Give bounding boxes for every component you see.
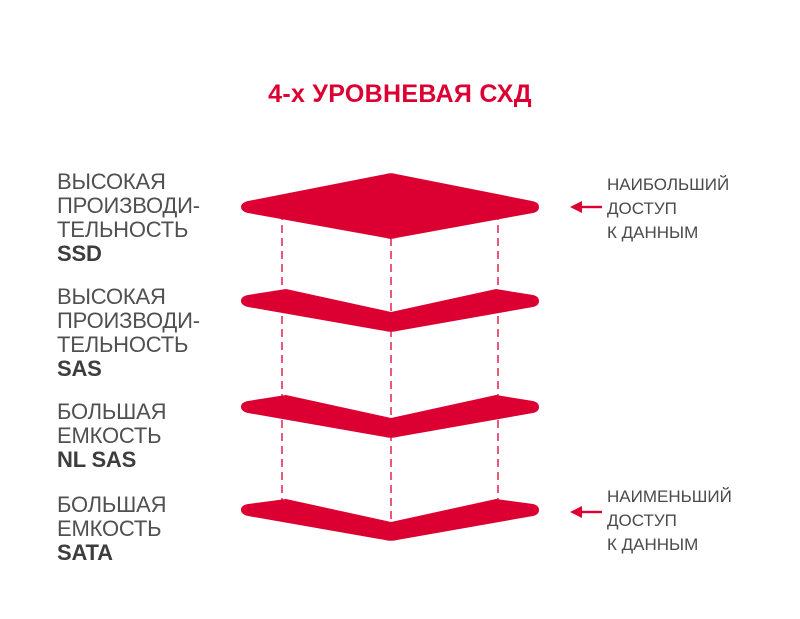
tier-label-nl-sas: БОЛЬШАЯ ЕМКОСТЬ NL SAS bbox=[57, 400, 257, 472]
tier-label-line: ЕМКОСТЬ bbox=[57, 516, 162, 541]
arrow-top-icon bbox=[570, 201, 602, 213]
tier-label-line: ПРОИЗВОДИ- bbox=[57, 193, 200, 218]
tier-plate-nl-sas bbox=[241, 395, 539, 438]
note-line: ДОСТУП bbox=[607, 511, 677, 530]
tier-label-line: ТЕЛЬНОСТЬ bbox=[57, 217, 189, 242]
tier-plate-sata bbox=[241, 499, 539, 541]
tier-technology: SATA bbox=[57, 540, 113, 565]
tier-label-line: ВЫСОКАЯ bbox=[57, 284, 166, 309]
tier-label-line: ТЕЛЬНОСТЬ bbox=[57, 332, 189, 357]
tier-technology: NL SAS bbox=[57, 447, 137, 472]
tier-label-ssd: ВЫСОКАЯ ПРОИЗВОДИ- ТЕЛЬНОСТЬ SSD bbox=[57, 170, 257, 266]
tier-label-line: ПРОИЗВОДИ- bbox=[57, 308, 200, 333]
note-line: НАИМЕНЬШИЙ bbox=[607, 487, 732, 506]
note-line: ДОСТУП bbox=[607, 199, 677, 218]
note-line: К ДАННЫМ bbox=[607, 535, 699, 554]
note-bottom-access: НАИМЕНЬШИЙ ДОСТУП К ДАННЫМ bbox=[607, 485, 787, 557]
diagram-title: 4-х УРОВНЕВАЯ СХД bbox=[268, 80, 532, 108]
tier-label-sas: ВЫСОКАЯ ПРОИЗВОДИ- ТЕЛЬНОСТЬ SAS bbox=[57, 285, 257, 381]
note-line: К ДАННЫМ bbox=[607, 223, 699, 242]
tier-label-line: ВЫСОКАЯ bbox=[57, 169, 166, 194]
tier-plate-sas bbox=[241, 289, 539, 332]
tier-plate-ssd bbox=[241, 173, 539, 239]
note-line: НАИБОЛЬШИЙ bbox=[607, 175, 730, 194]
note-top-access: НАИБОЛЬШИЙ ДОСТУП К ДАННЫМ bbox=[607, 173, 787, 245]
tier-label-line: ЕМКОСТЬ bbox=[57, 423, 162, 448]
tier-label-line: БОЛЬШАЯ bbox=[57, 492, 167, 517]
tier-label-sata: БОЛЬШАЯ ЕМКОСТЬ SATA bbox=[57, 493, 257, 565]
tier-technology: SSD bbox=[57, 241, 102, 266]
arrow-bottom-icon bbox=[570, 506, 602, 518]
tier-label-line: БОЛЬШАЯ bbox=[57, 399, 167, 424]
tier-technology: SAS bbox=[57, 356, 102, 381]
